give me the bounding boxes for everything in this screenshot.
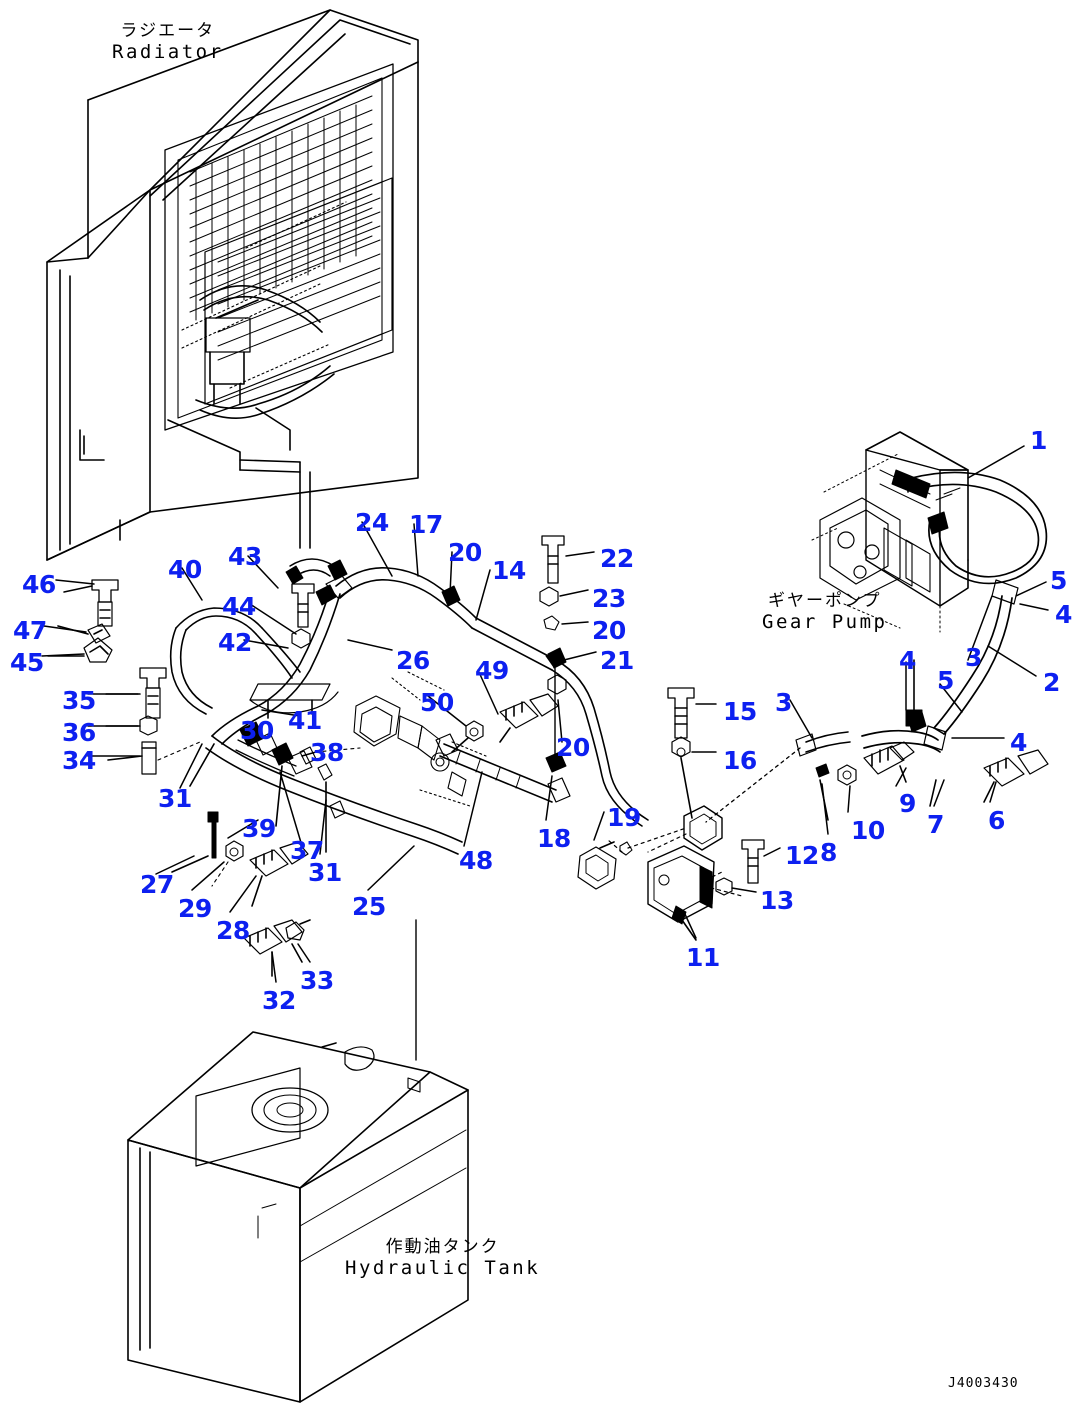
callout-number[interactable]: 3 <box>965 643 982 672</box>
callout-number[interactable]: 4 <box>899 646 916 675</box>
callout-number[interactable]: 30 <box>240 716 274 745</box>
callout-number[interactable]: 36 <box>62 718 96 747</box>
pipe-48 <box>435 733 571 803</box>
callout-number[interactable]: 31 <box>308 858 342 887</box>
callout-number[interactable]: 42 <box>218 628 252 657</box>
radiator-assembly <box>46 9 419 561</box>
center-bracket <box>577 687 765 941</box>
callout-number[interactable]: 5 <box>937 666 954 695</box>
drawing-number: J4003430 <box>948 1376 1019 1391</box>
callout-number[interactable]: 31 <box>158 784 192 813</box>
callout-number[interactable]: 33 <box>300 966 334 995</box>
right-small-parts <box>815 741 1049 821</box>
callout-number[interactable]: 17 <box>409 510 443 539</box>
mid-engine-detail <box>353 671 487 807</box>
callout-number[interactable]: 21 <box>600 646 634 675</box>
callout-number[interactable]: 28 <box>216 916 250 945</box>
callout-number[interactable]: 20 <box>556 733 590 762</box>
callout-number[interactable]: 20 <box>592 616 626 645</box>
callout-number[interactable]: 27 <box>140 870 174 899</box>
left-hose-group <box>169 558 463 855</box>
callout-number[interactable]: 29 <box>178 894 212 923</box>
callout-number[interactable]: 23 <box>592 584 626 613</box>
callout-number[interactable]: 6 <box>988 806 1005 835</box>
group-label-gear-pump-en: Gear Pump <box>762 611 888 633</box>
callout-number[interactable]: 34 <box>62 746 96 775</box>
callout-number[interactable]: 16 <box>723 746 757 775</box>
group-label-gear-pump-jp: ギヤーポンプ <box>767 591 882 611</box>
callout-number[interactable]: 4 <box>1010 728 1027 757</box>
pipe-3 <box>705 731 851 823</box>
callout-number[interactable]: 14 <box>492 556 526 585</box>
callout-number[interactable]: 11 <box>686 943 720 972</box>
hose-1 <box>891 469 1048 585</box>
callout-number[interactable]: 15 <box>723 697 757 726</box>
callout-number[interactable]: 32 <box>262 986 296 1015</box>
callout-number[interactable]: 4 <box>1055 600 1072 629</box>
group-label-gear-pump: ギヤーポンプ Gear Pump <box>762 591 888 634</box>
callout-number[interactable]: 39 <box>242 814 276 843</box>
callout-number[interactable]: 43 <box>228 542 262 571</box>
callout-number[interactable]: 18 <box>537 824 571 853</box>
callout-leaders <box>41 445 1049 983</box>
callout-number[interactable]: 26 <box>396 646 430 675</box>
callout-number[interactable]: 12 <box>785 841 819 870</box>
callout-number[interactable]: 7 <box>927 810 944 839</box>
callout-number[interactable]: 50 <box>420 688 454 717</box>
adapter-49-50 <box>451 693 559 753</box>
callout-number[interactable]: 2 <box>1043 668 1060 697</box>
callout-number[interactable]: 1 <box>1030 426 1047 455</box>
callout-number[interactable]: 10 <box>851 816 885 845</box>
callout-number[interactable]: 45 <box>10 648 44 677</box>
callout-number[interactable]: 5 <box>1050 566 1067 595</box>
group-label-hydraulic-tank: 作動油タンク Hydraulic Tank <box>345 1237 541 1280</box>
callout-number[interactable]: 8 <box>820 838 837 867</box>
callout-number[interactable]: 40 <box>168 555 202 584</box>
callout-number[interactable]: 24 <box>355 508 389 537</box>
callout-number[interactable]: 35 <box>62 686 96 715</box>
group-label-hydraulic-tank-jp: 作動油タンク <box>385 1237 500 1257</box>
group-label-radiator: ラジエータ Radiator <box>112 21 224 64</box>
callout-number[interactable]: 38 <box>310 738 344 767</box>
callout-number[interactable]: 3 <box>775 688 792 717</box>
callout-number[interactable]: 13 <box>760 886 794 915</box>
callout-number[interactable]: 19 <box>607 803 641 832</box>
callout-number[interactable]: 37 <box>290 836 324 865</box>
callout-number[interactable]: 46 <box>22 570 56 599</box>
hydraulic-tank-assembly <box>127 919 469 1403</box>
group-label-radiator-en: Radiator <box>112 41 224 63</box>
callout-number[interactable]: 22 <box>600 544 634 573</box>
pipe-14 <box>315 535 649 827</box>
hose-2 <box>861 579 1019 753</box>
group-label-radiator-jp: ラジエータ <box>120 21 216 41</box>
callout-number[interactable]: 47 <box>13 616 47 645</box>
callout-number[interactable]: 48 <box>459 846 493 875</box>
callout-number[interactable]: 25 <box>352 892 386 921</box>
group-label-hydraulic-tank-en: Hydraulic Tank <box>345 1257 541 1279</box>
callout-number[interactable]: 41 <box>288 706 322 735</box>
callout-number[interactable]: 44 <box>222 592 256 621</box>
callout-number[interactable]: 9 <box>899 789 916 818</box>
callout-number[interactable]: 20 <box>448 538 482 567</box>
callout-number[interactable]: 49 <box>475 656 509 685</box>
